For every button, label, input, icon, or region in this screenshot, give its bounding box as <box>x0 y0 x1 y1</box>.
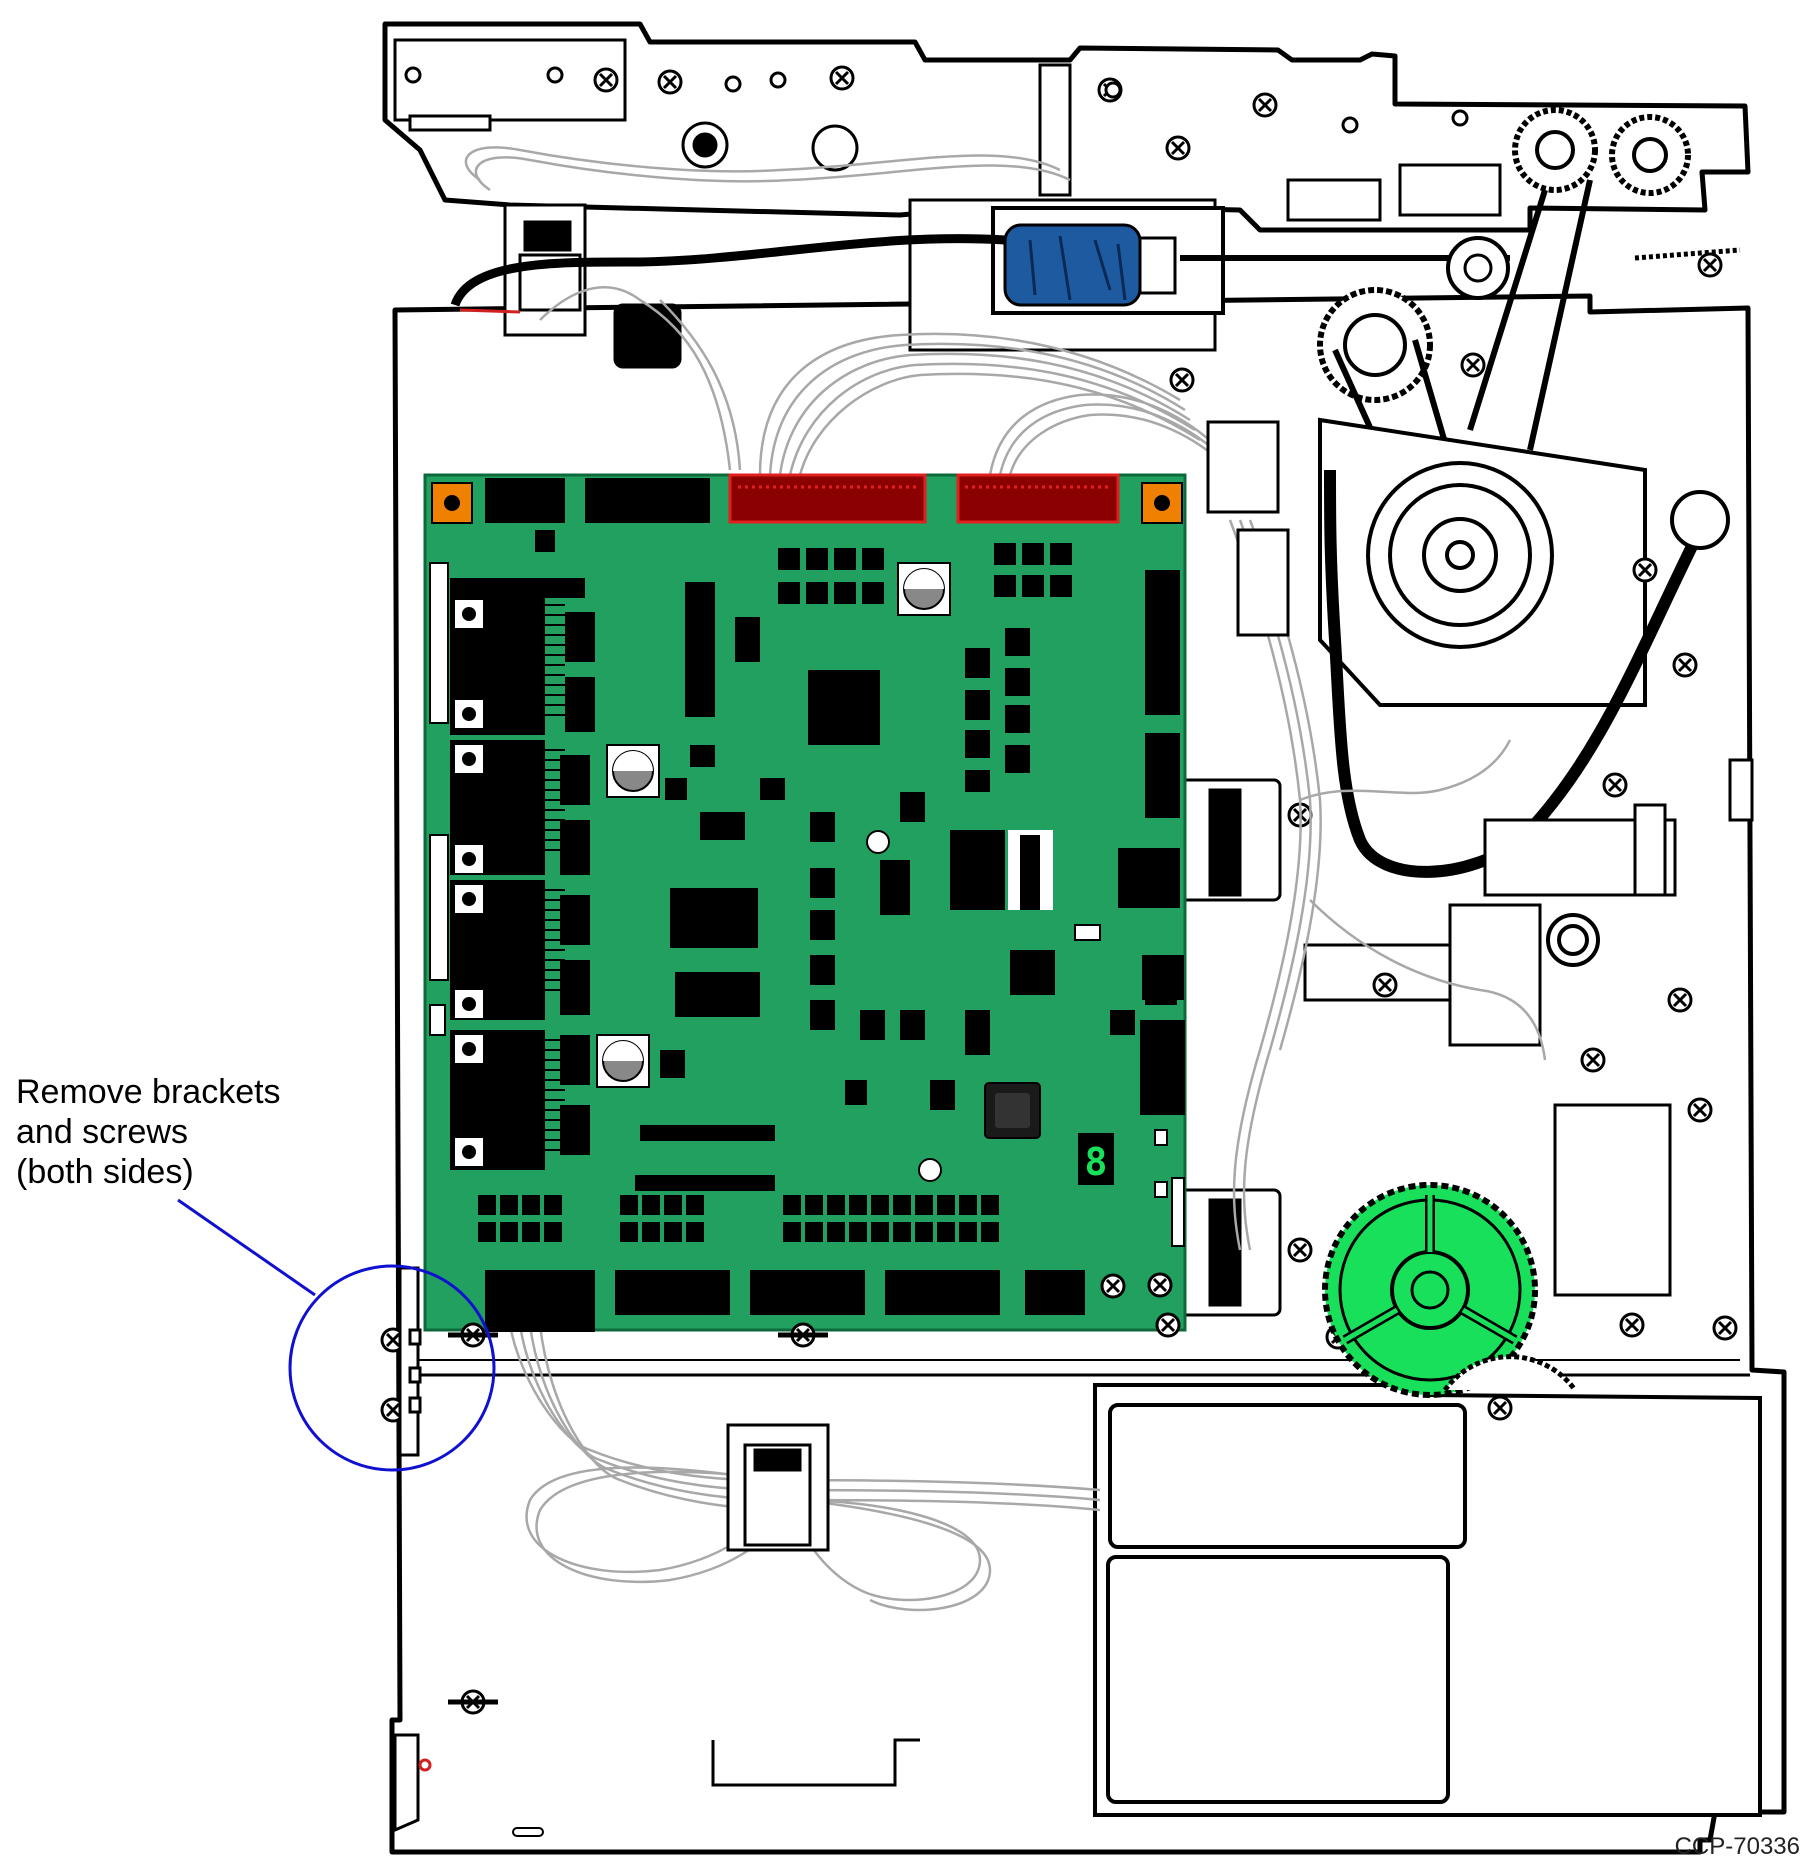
callout-line-2: and screws <box>16 1113 188 1151</box>
green-gear <box>1322 1182 1538 1398</box>
callout-line-3: (both sides) <box>16 1153 194 1191</box>
wire-harness <box>464 146 1547 1612</box>
gear-icon <box>1317 107 1691 403</box>
red-connector <box>728 473 1120 524</box>
seven-segment-display: 8 <box>1085 1140 1108 1184</box>
bottom-cover-plate <box>1093 1383 1762 1817</box>
solenoid <box>991 206 1741 315</box>
main-pulley <box>1318 417 1647 707</box>
callout-label: Remove brackets and screws (both sides) <box>16 1072 281 1192</box>
callout-line-1: Remove brackets <box>16 1073 281 1111</box>
callout-marker <box>177 1198 496 1472</box>
controller-board: 8 <box>423 473 1187 1332</box>
capacitor-icon <box>596 562 951 1088</box>
side-bracket <box>393 1266 432 1833</box>
cable-clamp-icon <box>726 420 1290 1552</box>
figure-id: CCP-70336 <box>1674 1833 1800 1860</box>
